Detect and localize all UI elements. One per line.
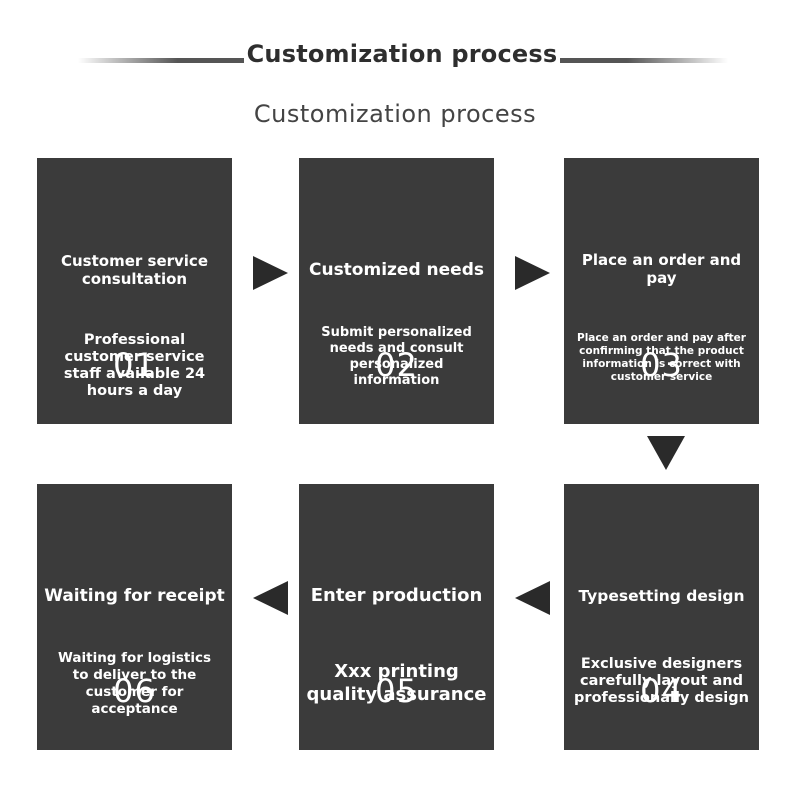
arrow-left-icon [515, 581, 550, 615]
step-card-01: 01 Customer service consultation Profess… [37, 158, 232, 424]
arrow-right-icon [515, 256, 550, 290]
step-title: Customer service consultation [61, 252, 208, 288]
title-divider-left [78, 58, 244, 63]
step-number: 06 [113, 672, 156, 710]
step-title: Typesetting design [578, 587, 745, 605]
page-title: Customization process [246, 40, 558, 68]
arrow-left-icon [253, 581, 288, 615]
step-description: Xxx printing quality assurance [306, 661, 487, 705]
title-divider-right [560, 58, 728, 63]
step-card-05: 05 Enter production Xxx printing quality… [299, 484, 494, 750]
step-description: Place an order and pay after confirming … [577, 332, 746, 383]
step-card-06: 06 Waiting for receipt Waiting for logis… [37, 484, 232, 750]
step-description: Exclusive designers carefully layout and… [574, 656, 749, 706]
step-card-04: 04 Typesetting design Exclusive designer… [564, 484, 759, 750]
arrow-down-icon [647, 436, 685, 470]
step-number: 03 [640, 346, 683, 384]
step-title: Waiting for receipt [44, 586, 225, 606]
step-number: 02 [375, 346, 418, 384]
step-number: 04 [640, 672, 683, 710]
step-description: Professional customer service staff avai… [63, 332, 206, 399]
step-description: Waiting for logistics to deliver to the … [57, 650, 212, 717]
step-title: Enter production [310, 585, 483, 606]
page-subtitle: Customization process [253, 100, 537, 128]
step-title: Place an order and pay [581, 251, 742, 287]
step-title: Customized needs [308, 260, 484, 280]
step-card-03: 03 Place an order and pay Place an order… [564, 158, 759, 424]
step-number: 05 [375, 672, 418, 710]
arrow-right-icon [253, 256, 288, 290]
step-description: Submit personalized needs and consult pe… [321, 325, 472, 388]
step-number: 01 [113, 346, 156, 384]
step-card-02: 02 Customized needs Submit personalized … [299, 158, 494, 424]
